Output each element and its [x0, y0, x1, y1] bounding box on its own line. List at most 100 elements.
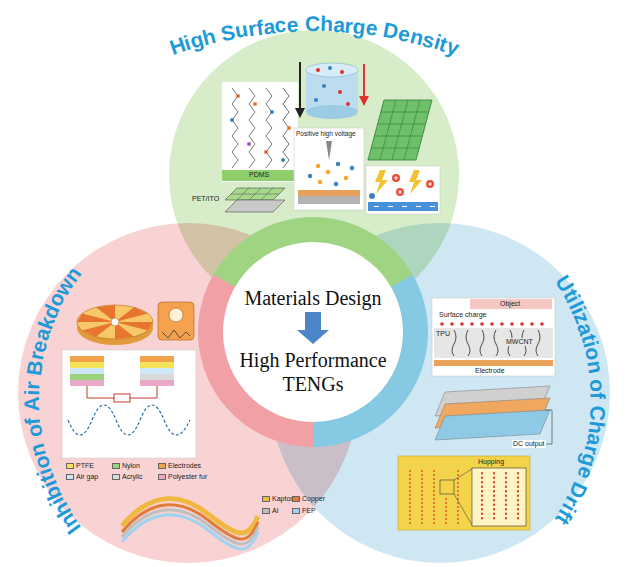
- high-voltage-figure-part: [298, 196, 360, 204]
- grid-figure: [368, 100, 432, 160]
- title-letter: C: [587, 405, 609, 421]
- object-figure-part: [434, 328, 553, 358]
- hopping-figure-part: [481, 473, 483, 521]
- grid-figure-part: [368, 100, 432, 160]
- object-figure-part: [440, 322, 444, 326]
- pdms-figure-part: [236, 94, 240, 98]
- pet-ito-figure-part: [225, 188, 285, 200]
- title-letter: c: [274, 14, 287, 36]
- legend-item: Electrodes: [158, 462, 201, 470]
- pdms-figure-part: [264, 150, 268, 154]
- high-voltage-figure-part: [326, 170, 330, 174]
- legend-text: Kapton: [272, 495, 294, 503]
- title-letter: e: [286, 13, 299, 35]
- orange-device-figure: [158, 302, 194, 340]
- object-figure-part: [434, 360, 553, 366]
- circuit-figure-part: [70, 356, 104, 362]
- title-letter: a: [262, 15, 276, 37]
- high-voltage-figure-part: [336, 162, 340, 166]
- wavy-film-figure-part: [122, 510, 258, 544]
- high-voltage-figure: [294, 128, 364, 210]
- disc-figure-part: [306, 105, 358, 119]
- part-label: PDMS: [249, 171, 269, 179]
- circuit-figure-part: [140, 356, 174, 362]
- object-figure-part: [470, 322, 474, 326]
- pdms-figure-part: [287, 126, 291, 130]
- title-letter: A: [21, 396, 42, 412]
- object-figure-part: [490, 322, 494, 326]
- object-figure-part: [450, 322, 454, 326]
- pdms-figure-part: [281, 158, 285, 162]
- layered-device-figure-part: [544, 410, 552, 444]
- part-label: Object: [500, 300, 520, 308]
- center-circle: Materials DesignHigh Performance TENGs: [223, 242, 403, 422]
- high-voltage-figure-part: [344, 176, 348, 180]
- legend-swatch: [66, 474, 74, 480]
- part-label: DC output: [512, 440, 546, 448]
- legend-swatch: [112, 463, 120, 469]
- pdms-figure-part: [222, 82, 298, 182]
- hopping-figure-part: [454, 469, 472, 480]
- hopping-figure-part: [440, 480, 454, 494]
- legend-text: Electrodes: [168, 462, 201, 470]
- ions-figure-part: [368, 202, 438, 211]
- disc-figure-part: [338, 90, 342, 94]
- grid-figure-part: [392, 100, 408, 160]
- high-voltage-figure-part: [326, 141, 332, 160]
- wavy-film-figure: [122, 499, 258, 549]
- pie-disc-figure-part: [77, 305, 153, 339]
- title-letter: e: [365, 16, 379, 38]
- part-label: Positive high voltage: [296, 130, 356, 138]
- ions-figure-part: [409, 170, 422, 194]
- pie-disc-figure: [77, 305, 153, 345]
- high-voltage-figure-part: [294, 128, 364, 210]
- legend-item: FEP: [292, 507, 316, 515]
- circuit-figure-part: [114, 394, 130, 402]
- legend-swatch: [262, 508, 270, 514]
- title-letter: B: [23, 359, 46, 377]
- pdms-figure-part: [270, 110, 274, 114]
- pet-ito-figure-part: [231, 194, 279, 195]
- circuit-figure-part: [140, 380, 174, 386]
- title-letter: [588, 399, 609, 405]
- legend-text: Nylon: [122, 462, 140, 470]
- part-label: Surface charge: [439, 311, 486, 319]
- pie-disc-figure-part: [111, 318, 119, 326]
- circuit-figure-part: [140, 362, 174, 368]
- disc-figure-part: [322, 84, 326, 88]
- object-figure: [432, 298, 555, 376]
- ions-figure-part: [369, 193, 375, 199]
- object-figure-part: [510, 322, 514, 326]
- hopping-figure-part: [454, 494, 472, 525]
- high-voltage-figure-part: [316, 164, 320, 168]
- legend-item: PTFE: [66, 462, 94, 470]
- legend-swatch: [158, 474, 166, 480]
- disc-figure-part: [328, 66, 332, 70]
- legend-text: PTFE: [76, 462, 94, 470]
- object-figure-part: [460, 322, 464, 326]
- pet-ito-figure: [225, 188, 285, 212]
- high-voltage-figure-part: [334, 182, 338, 186]
- high-voltage-figure-part: [298, 190, 360, 196]
- object-figure-part: [494, 330, 498, 356]
- ions-figure-part: [388, 206, 393, 207]
- wavy-film-figure-part: [122, 515, 258, 549]
- layered-device-figure-part: [435, 410, 550, 440]
- pet-ito-figure-part: [225, 200, 285, 212]
- hopping-figure-part: [409, 470, 410, 524]
- legend-text: Al: [272, 507, 278, 515]
- circuit-figure-part: [140, 374, 174, 380]
- pdms-figure: [222, 82, 298, 182]
- node-outline: [223, 242, 403, 422]
- hopping-figure-part: [433, 470, 434, 524]
- title-letter: r: [21, 381, 42, 391]
- legend-text: Polyester fur: [168, 473, 207, 481]
- legend-swatch: [292, 508, 300, 514]
- legend-item: Air gap: [66, 473, 98, 481]
- object-figure-part: [530, 322, 534, 326]
- title-letter: n: [584, 358, 607, 374]
- ions-figure-part: [430, 206, 435, 207]
- object-figure-part: [480, 330, 484, 356]
- ions-figure-part: [396, 188, 404, 196]
